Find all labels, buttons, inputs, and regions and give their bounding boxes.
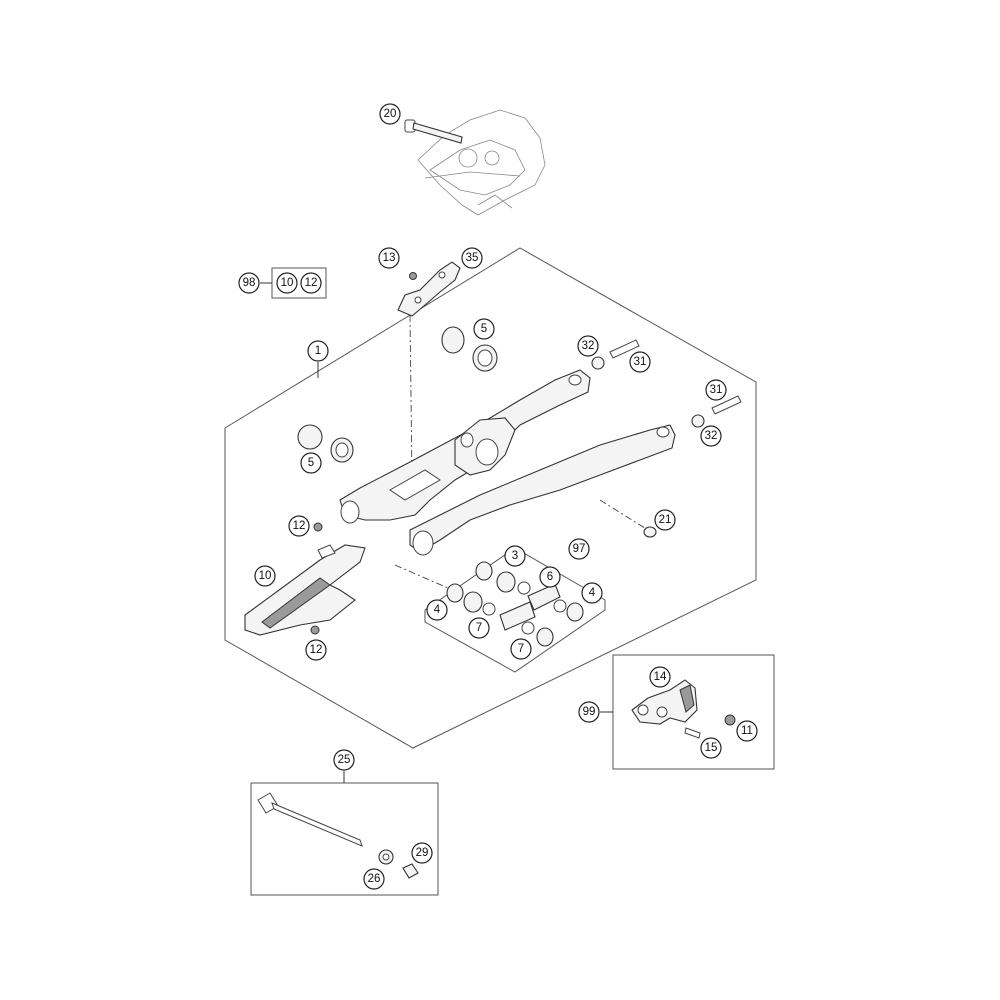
callout-6: 6 [539, 566, 561, 588]
svg-text:5: 5 [481, 323, 487, 335]
callout-98-12: 12 [300, 272, 322, 294]
frame-sketch [417, 109, 546, 216]
callout-1: 1 [307, 340, 329, 362]
kit-group-98 [260, 267, 327, 299]
adjuster-top [591, 339, 640, 370]
callout-98: 98 [238, 272, 260, 294]
callout-4-right: 4 [581, 582, 603, 604]
svg-text:29: 29 [416, 847, 429, 859]
svg-text:31: 31 [710, 384, 723, 396]
callout-98-10: 10 [276, 272, 298, 294]
callout-13: 13 [378, 247, 400, 269]
svg-text:3: 3 [512, 550, 518, 562]
swingarm-group-frame [224, 247, 757, 749]
callout-7-left: 7 [468, 617, 490, 639]
swingarm [339, 369, 676, 556]
screw-12-bottom [310, 625, 320, 635]
svg-text:12: 12 [293, 520, 306, 532]
svg-text:1: 1 [315, 345, 321, 357]
svg-text:14: 14 [654, 671, 667, 683]
svg-text:97: 97 [573, 543, 586, 555]
callout-10: 10 [254, 565, 276, 587]
svg-text:20: 20 [384, 108, 397, 120]
callout-35: 35 [461, 247, 483, 269]
callout-21: 21 [654, 509, 676, 531]
callout-32-top: 32 [577, 335, 599, 357]
centerline-21 [599, 499, 649, 531]
svg-text:10: 10 [281, 277, 294, 289]
callout-97: 97 [568, 538, 590, 560]
swingarm-axle [257, 792, 419, 879]
centerline-bracket [409, 314, 413, 481]
svg-text:7: 7 [476, 622, 482, 634]
callout-14: 14 [649, 666, 671, 688]
svg-text:21: 21 [659, 514, 672, 526]
callout-99: 99 [578, 701, 600, 723]
callout-5-top: 5 [473, 318, 495, 340]
svg-text:98: 98 [243, 277, 256, 289]
callout-12-top: 12 [288, 515, 310, 537]
svg-text:26: 26 [368, 873, 381, 885]
screw-12-top [313, 522, 323, 532]
callout-4-left: 4 [426, 599, 448, 621]
svg-text:4: 4 [434, 604, 441, 616]
callout-20: 20 [379, 103, 401, 125]
svg-text:12: 12 [305, 277, 318, 289]
svg-text:5: 5 [308, 457, 314, 469]
svg-text:13: 13 [383, 252, 396, 264]
callout-7-right: 7 [510, 638, 532, 660]
svg-text:4: 4 [589, 587, 596, 599]
callout-31-right: 31 [705, 379, 727, 401]
chain-guide [631, 679, 698, 725]
plug-21 [643, 526, 657, 538]
callout-3: 3 [504, 545, 526, 567]
chain-guide-bracket [397, 261, 461, 317]
pivot-bolt [404, 119, 463, 144]
svg-text:99: 99 [583, 706, 596, 718]
svg-text:25: 25 [338, 754, 351, 766]
callout-29: 29 [411, 842, 433, 864]
svg-text:12: 12 [310, 644, 323, 656]
chain-slider [244, 544, 366, 636]
svg-text:35: 35 [466, 252, 479, 264]
svg-text:32: 32 [705, 430, 718, 442]
svg-text:7: 7 [518, 643, 524, 655]
centerline-pivot [394, 564, 449, 589]
adjuster-right [691, 395, 742, 428]
bearing-cap-top [441, 326, 498, 372]
svg-text:32: 32 [582, 340, 595, 352]
svg-text:11: 11 [741, 725, 753, 737]
callout-15: 15 [700, 737, 722, 759]
callout-25: 25 [333, 749, 355, 771]
svg-text:31: 31 [634, 356, 647, 368]
callout-12-bottom: 12 [305, 639, 327, 661]
chain-guide-screws [684, 714, 736, 739]
svg-text:6: 6 [547, 571, 553, 583]
callout-26: 26 [363, 868, 385, 890]
svg-text:15: 15 [705, 742, 718, 754]
callout-5-left: 5 [300, 452, 322, 474]
callout-32-right: 32 [700, 425, 722, 447]
callout-11: 11 [736, 720, 758, 742]
bearing-cap-left [297, 424, 354, 463]
bearing-kit-parts [446, 561, 584, 647]
callout-31-top: 31 [629, 351, 651, 373]
svg-text:10: 10 [259, 570, 272, 582]
